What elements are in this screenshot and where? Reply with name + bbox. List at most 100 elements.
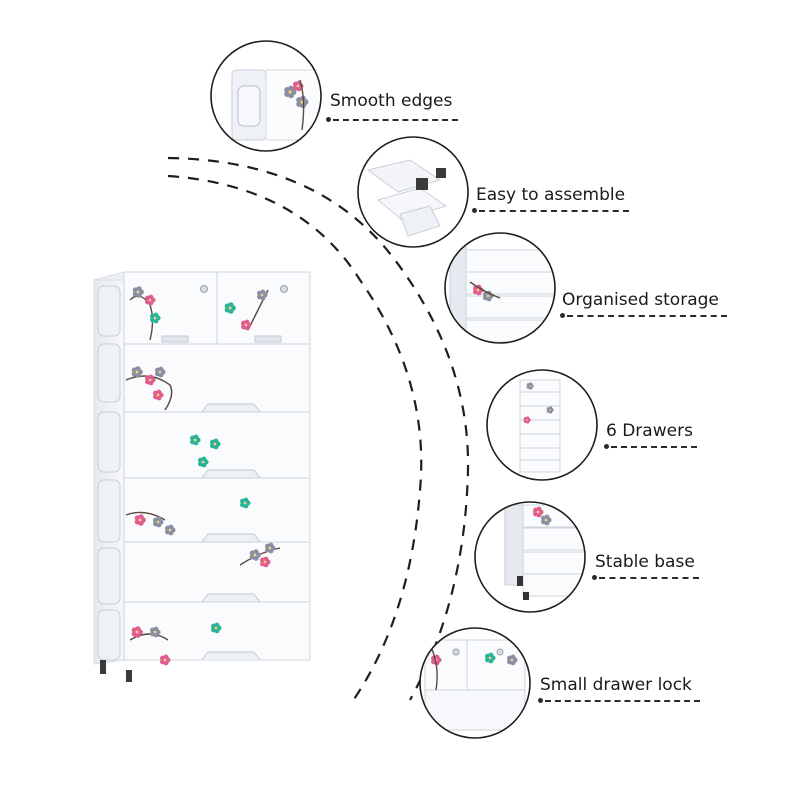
thumbnail-organised-storage (445, 233, 555, 343)
side-recess (97, 479, 121, 543)
drawer-handle (161, 335, 189, 343)
branch-decoration (469, 281, 501, 299)
side-recess (97, 411, 121, 473)
small-drawer-left (123, 271, 218, 345)
blossom-icon (240, 497, 251, 509)
label-underline (611, 446, 697, 448)
blossom-icon (165, 524, 176, 536)
drawer-handle (201, 403, 261, 413)
label-dot (472, 208, 477, 213)
drawer-front (465, 271, 555, 295)
feature-label-organised-storage: Organised storage (562, 290, 719, 310)
label-underline (479, 210, 629, 212)
edge-recess (237, 85, 261, 127)
blossom-icon (198, 456, 209, 468)
drawer-handle (201, 593, 261, 603)
blossom-icon (523, 416, 531, 424)
blossom-icon (150, 626, 161, 638)
blossom-icon (134, 514, 146, 526)
thumbnail-small-drawer-lock (420, 628, 530, 738)
feature-label-stable-base: Stable base (595, 552, 695, 572)
side-recess (97, 343, 121, 403)
part-panel (376, 187, 448, 221)
blossom-icon (153, 516, 164, 528)
cabinet-leg (100, 660, 106, 674)
blossom-icon (541, 514, 552, 526)
blossom-icon (526, 382, 534, 390)
blossom-icon (153, 389, 164, 401)
thumbnail-ring (419, 627, 531, 739)
large-drawer (123, 477, 311, 543)
mini-cabinet (519, 379, 561, 473)
lock-icon (452, 648, 460, 656)
thumbnail-ring (357, 136, 469, 248)
blossom-icon (507, 654, 518, 666)
blossom-icon (257, 289, 268, 301)
feature-label-easy-assemble: Easy to assemble (476, 185, 626, 205)
side-recess (97, 547, 121, 605)
thumbnail-smooth-edges (211, 41, 321, 151)
thumbnail-ring (486, 369, 598, 481)
blossom-icon (485, 652, 496, 664)
blossom-icon (150, 312, 161, 324)
blossom-icon (546, 406, 554, 414)
outer-arc (167, 156, 470, 701)
branch-decoration (299, 79, 305, 131)
thumbnail-ring (210, 40, 322, 152)
feature-label-smooth-edges: Smooth edges (330, 91, 453, 111)
thumbnail-ring (474, 501, 586, 613)
branch-decoration (125, 511, 166, 521)
label-dot (560, 313, 565, 318)
drawer-handle (201, 469, 261, 479)
blossom-icon (241, 319, 252, 331)
side-recess (97, 285, 121, 337)
blossom-icon (155, 366, 166, 378)
blossom-icon (131, 626, 143, 638)
blossom-icon (265, 542, 276, 554)
part-panel (399, 205, 441, 237)
blossom-icon (211, 622, 222, 634)
label-dot (538, 698, 543, 703)
fastener (436, 168, 446, 178)
blossom-icon (160, 654, 171, 666)
drawer-front (465, 295, 555, 319)
blossom-icon (145, 374, 156, 386)
feature-label-small-drawer-lock: Small drawer lock (540, 675, 692, 695)
drawer-front (424, 689, 526, 731)
blossom-icon (249, 549, 261, 561)
drawer-handle (254, 335, 282, 343)
large-drawer (123, 541, 311, 603)
branch-decoration (129, 633, 169, 641)
cabinet-main (93, 271, 311, 682)
label-dot (592, 575, 597, 580)
drawer-front (522, 527, 585, 551)
drawer-front (522, 551, 585, 575)
blossom-icon (190, 434, 201, 446)
thumbnail-six-drawers (487, 370, 597, 480)
cabinet-leg (517, 576, 523, 586)
blossom-icon (145, 294, 156, 306)
lock-icon (280, 285, 288, 293)
blossom-icon (132, 286, 144, 298)
fastener (416, 178, 428, 190)
side-recess (97, 609, 121, 661)
label-underline (545, 700, 700, 702)
label-dot (326, 117, 331, 122)
blossom-icon (533, 506, 544, 518)
thumbnail-ring (444, 232, 556, 344)
label-underline (599, 577, 699, 579)
cabinet-leg (523, 592, 529, 600)
lock-icon (496, 648, 504, 656)
thumbnail-stable-base (475, 502, 585, 612)
blossom-icon (210, 438, 221, 450)
label-underline (567, 315, 727, 317)
cabinet-leg (126, 670, 132, 682)
drawer-handle (201, 533, 261, 543)
label-dot (604, 444, 609, 449)
blossom-icon (260, 556, 271, 568)
thumbnail-easy-assemble (358, 137, 468, 247)
decorative-arcs (167, 156, 470, 706)
lock-icon (200, 285, 208, 293)
blossom-icon (284, 85, 297, 99)
